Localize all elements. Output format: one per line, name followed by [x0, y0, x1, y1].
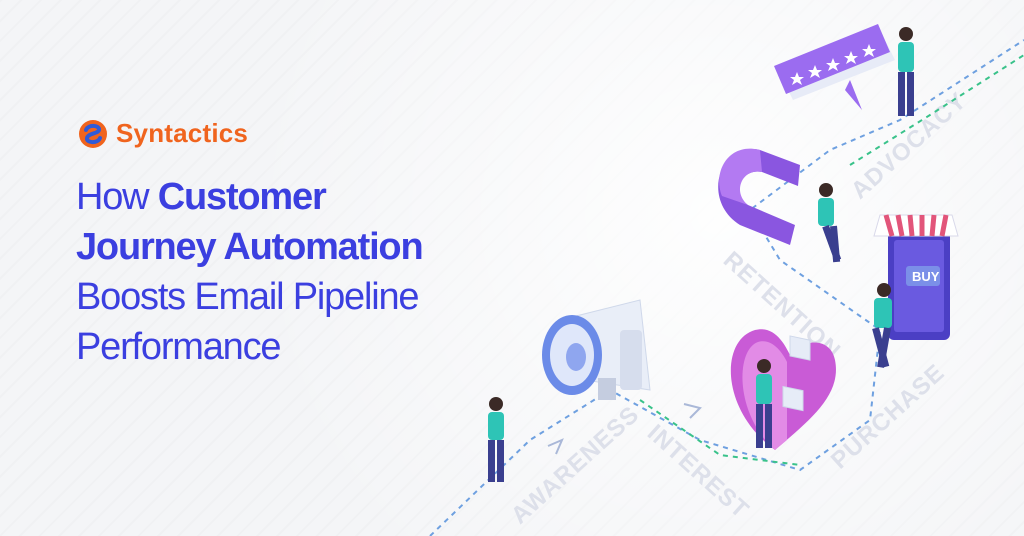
star-icon [862, 44, 876, 57]
headline-line-4: Performance [76, 326, 282, 368]
shop-storefront-icon: BUY [873, 214, 959, 340]
person-awareness [488, 397, 504, 482]
rating-bubble [774, 24, 895, 110]
magnet-icon [718, 148, 811, 412]
person-interest [756, 359, 772, 448]
person-advocacy [898, 27, 914, 116]
star-icon [826, 58, 840, 71]
stage-interest-label: INTEREST [642, 419, 754, 524]
brand-name: Syntactics [116, 118, 249, 148]
star-icon [808, 65, 822, 78]
rating-stars [790, 44, 876, 85]
headline: How Customer Journey Automation Boosts E… [76, 172, 536, 372]
star-icon [844, 51, 858, 64]
megaphone-icon [542, 299, 651, 400]
brand-logo: Syntactics [78, 118, 248, 149]
buy-sign: BUY [912, 269, 940, 284]
headline-line-1: How Customer [76, 176, 327, 218]
journey-path [429, 39, 1024, 536]
person-purchase [872, 283, 892, 368]
headline-line-2: Journey Automation [76, 226, 424, 268]
stage-awareness-label: AWARENESS [506, 401, 645, 530]
star-icon [790, 72, 804, 85]
path-arrow-icon [547, 438, 564, 455]
headline-line-3: Boosts Email Pipeline [76, 276, 420, 318]
stage-purchase-label: PURCHASE [826, 359, 950, 475]
journey-path-accent [639, 54, 1024, 466]
syntactics-logo-icon [79, 119, 107, 148]
person-retention [818, 183, 842, 263]
path-arrow-icon [683, 403, 702, 419]
